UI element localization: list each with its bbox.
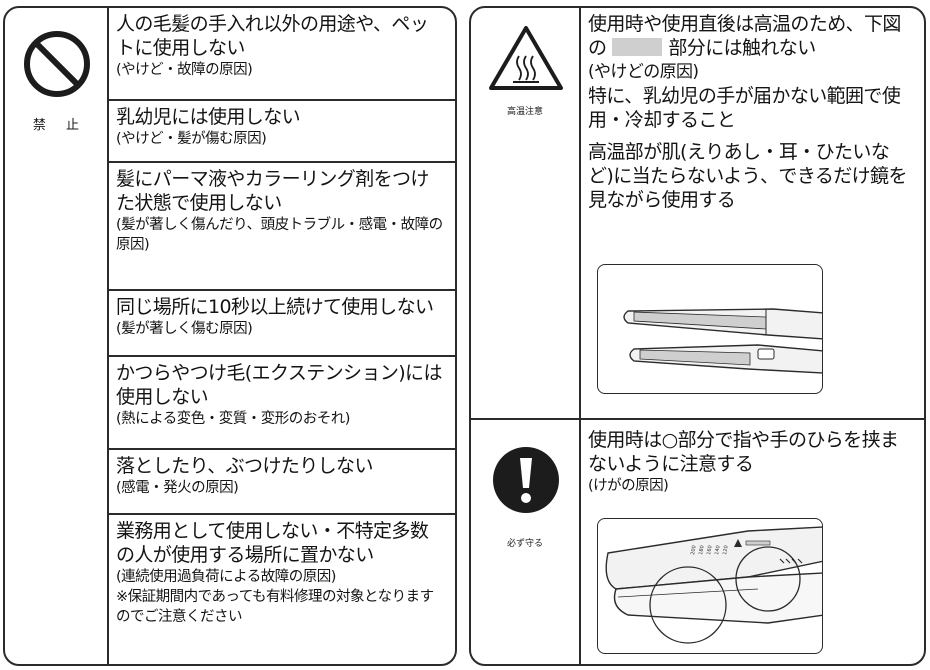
item-sub-text: (熱による変色・変質・変形のおそれ) bbox=[116, 411, 350, 427]
prohibited-label: 禁 止 bbox=[32, 118, 88, 133]
no-entry-icon bbox=[24, 31, 90, 97]
item-sub-text: (やけど・故障の原因) bbox=[116, 62, 253, 78]
must-follow-section: 使用時は○部分で指や手のひらを挟まないように注意する (けがの原因) 200 1… bbox=[581, 418, 924, 664]
exclamation-icon bbox=[493, 447, 559, 513]
item-main-text: 乳幼児には使用しない bbox=[116, 106, 301, 128]
hot-caution-text-2: 特に、乳幼児の手が届かない範囲で使用・冷却すること bbox=[588, 85, 901, 131]
item-main-text: 人の毛髪の手入れ以外の用途や、ペットに使用しない bbox=[116, 13, 429, 59]
temperature-scale: 200 180 160 140 120 bbox=[690, 545, 730, 555]
prohibited-item-2: 乳幼児には使用しない (やけど・髪が傷む原因) bbox=[109, 101, 455, 163]
hair-iron-pinch-drawing: 200 180 160 140 120 bbox=[605, 526, 822, 644]
hot-zone-swatch bbox=[612, 38, 663, 56]
caution-icon-column: 高温注意 必ず守る bbox=[471, 8, 581, 664]
hot-caution-section: 使用時や使用直後は高温のため、下図の部分には触れない (やけどの原因) 特に、乳… bbox=[581, 8, 924, 418]
pinch-zone-circle-right bbox=[735, 546, 801, 612]
iron-pinch-illustration: 200 180 160 140 120 bbox=[597, 518, 823, 654]
svg-text:120: 120 bbox=[722, 545, 730, 555]
item-sub-text: (やけど・髪が傷む原因) bbox=[116, 131, 267, 147]
triangle-marker-icon bbox=[734, 539, 742, 547]
item-sub-text: (連続使用過負荷による故障の原因) bbox=[116, 569, 336, 585]
must-follow-sub-text: (けがの原因) bbox=[588, 478, 669, 494]
must-follow-text: 使用時は○部分で指や手のひらを挟まないように注意する bbox=[588, 429, 899, 475]
svg-text:140: 140 bbox=[714, 545, 722, 555]
caution-panel: 高温注意 必ず守る 使用時や使用直後は高温のため、下図の部分には触れない (やけ… bbox=[469, 6, 926, 666]
section-divider bbox=[471, 418, 924, 420]
hot-caution-sub-text: (やけどの原因) bbox=[588, 62, 699, 82]
hot-caution-text-1: 使用時や使用直後は高温のため、下図の部分には触れない bbox=[588, 13, 901, 59]
item-sub-text: (髪が著しく傷む原因) bbox=[116, 321, 253, 337]
prohibited-item-7: 業務用として使用しない・不特定多数の人が使用する場所に置かない (連続使用過負荷… bbox=[109, 515, 455, 664]
hair-iron-drawing bbox=[623, 308, 822, 374]
prohibited-item-1: 人の毛髪の手入れ以外の用途や、ペットに使用しない (やけど・故障の原因) bbox=[109, 8, 455, 101]
item-main-text: 同じ場所に10秒以上続けて使用しない bbox=[116, 296, 434, 318]
iron-hot-zone-illustration bbox=[597, 264, 823, 394]
prohibited-symbol: 禁 止 bbox=[5, 26, 107, 146]
item-main-text: 髪にパーマ液やカラーリング剤をつけた状態で使用しない bbox=[116, 168, 429, 214]
hot-surface-warning-icon bbox=[489, 26, 563, 90]
hot-caution-text-3: 高温部が肌(えりあし・耳・ひたいなど)に当たらないよう、できるだけ鏡を見ながら使… bbox=[588, 141, 907, 211]
pinch-zone-circle-left bbox=[649, 566, 727, 644]
caution-items: 使用時や使用直後は高温のため、下図の部分には触れない (やけどの原因) 特に、乳… bbox=[581, 8, 924, 664]
hot-caution-symbol: 高温注意 bbox=[471, 22, 579, 132]
item-sub-text: (髪が著しく傷んだり、頭皮トラブル・感電・故障の原因) bbox=[116, 217, 443, 253]
prohibited-items: 人の毛髪の手入れ以外の用途や、ペットに使用しない (やけど・故障の原因) 乳幼児… bbox=[109, 8, 455, 664]
prohibited-item-3: 髪にパーマ液やカラーリング剤をつけた状態で使用しない (髪が著しく傷んだり、頭皮… bbox=[109, 163, 455, 291]
item-main-text: 落としたり、ぶつけたりしない bbox=[116, 455, 373, 477]
item-main-text: 業務用として使用しない・不特定多数の人が使用する場所に置かない bbox=[116, 520, 429, 566]
prohibited-icon-column: 禁 止 bbox=[5, 8, 109, 664]
svg-text:200: 200 bbox=[690, 545, 698, 555]
hot-caution-label: 高温注意 bbox=[506, 107, 543, 117]
prohibited-item-4: 同じ場所に10秒以上続けて使用しない (髪が著しく傷む原因) bbox=[109, 291, 455, 357]
must-follow-label: 必ず守る bbox=[506, 539, 543, 549]
item-sub-text: (感電・発火の原因) bbox=[116, 480, 239, 496]
prohibited-item-5: かつらやつけ毛(エクステンション)には使用しない (熱による変色・変質・変形のお… bbox=[109, 357, 455, 450]
prohibited-item-6: 落としたり、ぶつけたりしない (感電・発火の原因) bbox=[109, 450, 455, 515]
must-follow-symbol: 必ず守る bbox=[471, 442, 579, 552]
prohibited-actions-panel: 禁 止 人の毛髪の手入れ以外の用途や、ペットに使用しない (やけど・故障の原因)… bbox=[3, 6, 457, 666]
svg-text:160: 160 bbox=[706, 545, 714, 555]
item-main-text: かつらやつけ毛(エクステンション)には使用しない bbox=[116, 362, 442, 408]
svg-text:180: 180 bbox=[698, 545, 706, 555]
item-note-text: ※保証期間内であっても有料修理の対象となりますのでご注意ください bbox=[116, 589, 434, 625]
